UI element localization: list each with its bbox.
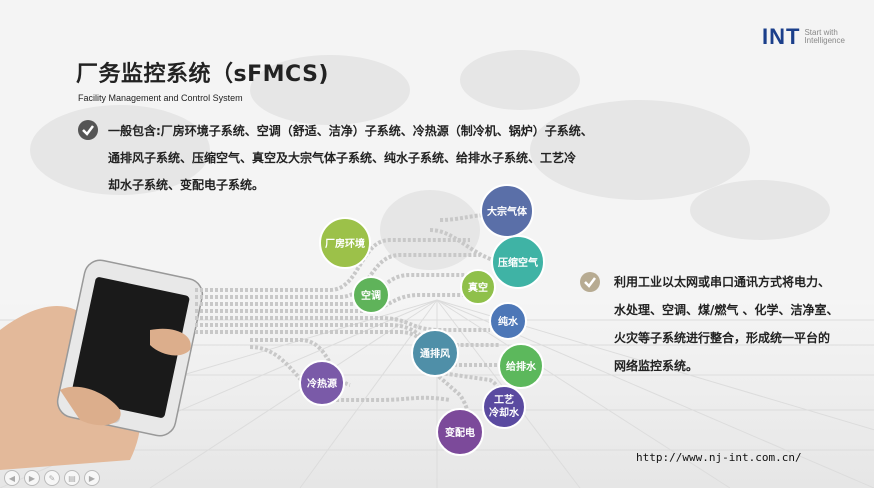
node-plant-environment [319,217,371,269]
node-water-supply-drainage [498,343,544,389]
node-process-cooling-water [482,385,526,429]
node-label: 大宗气体 [487,205,528,218]
integration-description: 利用工业以太网或串口通讯方式将电力、 水处理、空调、煤/燃气 、化学、洁净室、 … [614,268,864,380]
menu-icon[interactable]: ▤ [64,470,80,486]
subsystem-nodes [299,184,545,456]
node-label: 纯水 [498,315,519,328]
integration-line-3: 火灾等子系统进行整合，形成统一平台的 [614,331,831,345]
node-air-conditioning [352,276,390,314]
node-label: 给排水 [506,360,537,373]
checkmark-icon [580,272,600,292]
node-label: 真空 [468,281,488,294]
next-icon[interactable]: ▶ [84,470,100,486]
subsystems-line-1: 一般包含:厂房环境子系统、空调（舒适、洁净）子系统、冷热源（制冷机、锅炉）子系统… [108,124,593,138]
node-heating-cooling-source [299,360,345,406]
subsystems-line-2: 通排风子系统、压缩空气、真空及大宗气体子系统、纯水子系统、给排水子系统、工艺冷 [108,151,577,165]
logo-tagline: Start with Intelligence [804,29,844,45]
node-compressed-air [491,235,545,289]
checkmark-icon [78,120,98,140]
hand-with-phone-illustration [0,259,204,470]
subsystems-line-3: 却水子系统、变配电子系统。 [108,178,265,192]
integration-line-2: 水处理、空调、煤/燃气 、化学、洁净室、 [614,303,839,317]
node-label: 冷热源 [307,377,337,390]
node-label: 冷却水 [489,406,520,419]
logo-tagline-line-1: Start with [804,28,838,37]
integration-line-1: 利用工业以太网或串口通讯方式将电力、 [614,275,831,289]
node-bulk-gas [480,184,534,238]
node-label: 压缩空气 [498,256,538,269]
logo-brand: INT [762,24,801,49]
pen-icon[interactable]: ✎ [44,470,60,486]
node-label: 空调 [361,289,381,302]
world-map-watermark [30,50,830,270]
node-vacuum [460,269,496,305]
prev-icon[interactable]: ◀ [4,470,20,486]
logo-tagline-line-2: Intelligence [804,36,845,45]
slide-title: 厂务监控系统（sFMCS) [76,62,329,87]
slideshow-controls: ◀ ▶ ✎ ▤ ▶ [4,470,100,486]
node-power-distribution [436,408,484,456]
node-label: 厂房环境 [325,237,365,250]
node-label: 通排风 [420,347,450,360]
play-icon[interactable]: ▶ [24,470,40,486]
website-url: http://www.nj-int.com.cn/ [636,451,802,464]
node-label: 变配电 [445,426,475,439]
node-label: 工艺 [494,393,514,406]
int-logo: INT Start with Intelligence [762,24,845,50]
subsystems-description: 一般包含:厂房环境子系统、空调（舒适、洁净）子系统、冷热源（制冷机、锅炉）子系统… [108,118,638,199]
integration-line-4: 网络监控系统。 [614,359,699,373]
node-pure-water [489,302,527,340]
node-ventilation [411,329,459,377]
slide-subtitle: Facility Management and Control System [78,93,243,103]
